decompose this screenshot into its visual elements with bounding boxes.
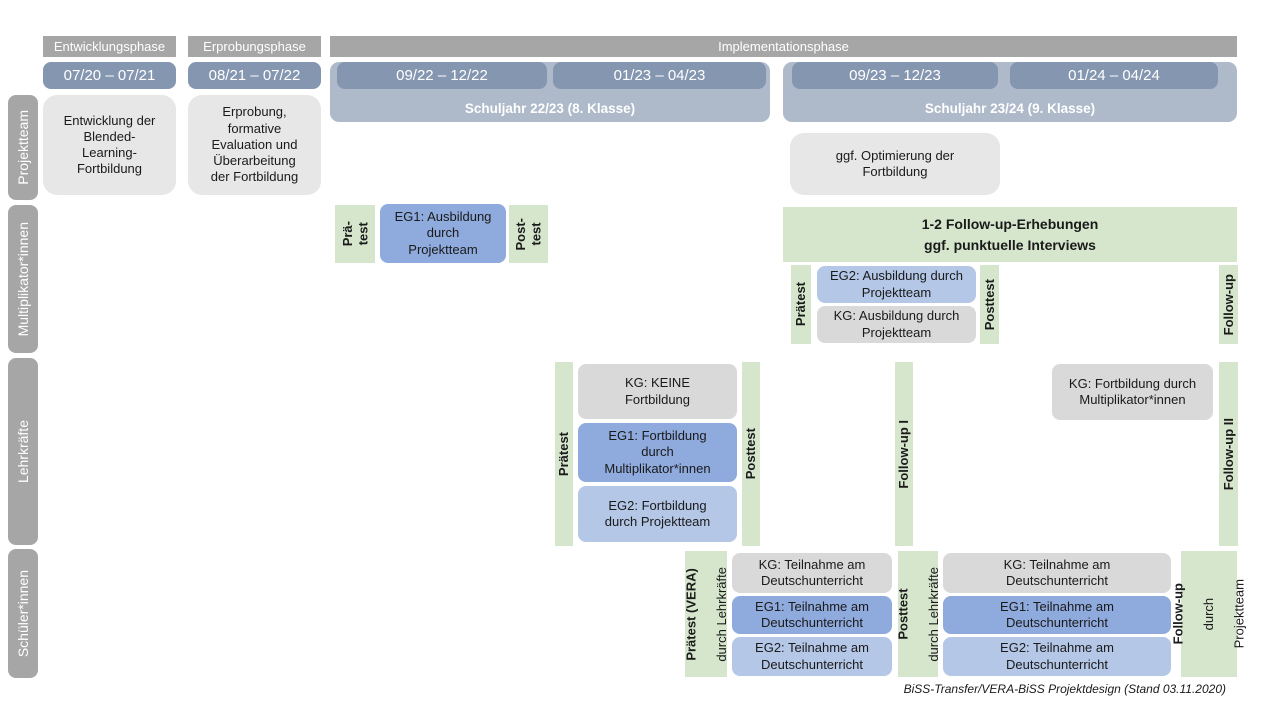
school-year-label: Schuljahr 22/23 (8. Klasse) [464, 101, 636, 116]
period-07-20-07-21: 07/20 – 07/21 [43, 62, 176, 89]
bar-praetest-vera-schueler: Prätest (VERA) durch Lehrkräfte [683, 551, 729, 677]
followup-sub-projektteam: Projektteam [1232, 579, 1247, 649]
praetest-vera-sub: durch Lehrkräfte [713, 566, 729, 662]
bar-posttest2-multiplikatoren: Posttest [980, 265, 999, 344]
school-year-label: Schuljahr 23/24 (9. Klasse) [924, 101, 1096, 116]
box-eg2-teilnahme-1: EG2: Teilnahme am Deutschunterricht [732, 637, 892, 676]
row-label-multiplikatorinnen: Multiplikator*innen [8, 205, 38, 353]
box-optimierung-fortbildung: ggf. Optimierung der Fortbildung [790, 133, 1000, 195]
box-eg1-teilnahme-1: EG1: Teilnahme am Deutschunterricht [732, 596, 892, 634]
box-followup-erhebungen: 1-2 Follow-up-Erhebungen ggf. punktuelle… [783, 207, 1237, 262]
phase-implementationsphase: Implementationsphase [330, 36, 1237, 57]
posttest-label: Posttest [895, 588, 911, 640]
box-eg2-fortbildung-projektteam: EG2: Fortbildung durch Projektteam [578, 486, 737, 542]
row-label-lehrkraefte: Lehrkräfte [8, 358, 38, 545]
period-01-24-04-24: 01/24 – 04/24 [1010, 62, 1218, 89]
phase-erprobungsphase: Erprobungsphase [188, 36, 321, 57]
posttest-sub: durch Lehrkräfte [925, 566, 941, 662]
row-label-schuelerinnen: Schüler*innen [8, 549, 38, 678]
box-eg1-ausbildung-projektteam: EG1: Ausbildung durch Projektteam [380, 204, 506, 263]
footer-caption: BiSS-Transfer/VERA-BiSS Projektdesign (S… [903, 682, 1226, 696]
box-eg1-fortbildung-multiplikatoren: EG1: Fortbildung durch Multiplikator*inn… [578, 423, 737, 482]
period-09-23-12-23: 09/23 – 12/23 [792, 62, 998, 89]
period-01-23-04-23: 01/23 – 04/23 [553, 62, 766, 89]
bar-praetest-lehrkraefte: Prätest [555, 362, 573, 546]
followup-label: Follow-up [1170, 583, 1186, 645]
bar-posttest-schueler: Posttest durch Lehrkräfte [895, 551, 941, 677]
box-kg-keine-fortbildung: KG: KEINE Fortbildung [578, 364, 737, 419]
box-entwicklung-fortbildung: Entwicklung der Blended- Learning- Fortb… [43, 95, 176, 195]
bar-posttest-multiplikatoren: Post- test [509, 205, 548, 263]
bar-praetest-multiplikatoren: Prä- test [335, 205, 375, 263]
box-kg-ausbildung-projektteam: KG: Ausbildung durch Projektteam [817, 306, 976, 343]
bar-followup1-lehrkraefte: Follow-up I [895, 362, 913, 546]
followup-sub-durch: durch [1201, 597, 1217, 631]
box-eg1-teilnahme-2: EG1: Teilnahme am Deutschunterricht [943, 596, 1171, 634]
box-kg-fortbildung-multiplikatoren: KG: Fortbildung durch Multiplikator*inne… [1052, 364, 1213, 420]
praetest-vera-label: Prätest (VERA) [683, 567, 699, 661]
box-kg-teilnahme-1: KG: Teilnahme am Deutschunterricht [732, 553, 892, 593]
bar-posttest-lehrkraefte: Posttest [742, 362, 760, 546]
bar-followup2-lehrkraefte: Follow-up II [1219, 362, 1238, 546]
period-09-22-12-22: 09/22 – 12/22 [337, 62, 547, 89]
box-eg2-ausbildung-projektteam: EG2: Ausbildung durch Projektteam [817, 266, 976, 303]
row-label-projektteam: Projektteam [8, 95, 38, 200]
bar-followup-multiplikatoren: Follow-up [1219, 265, 1238, 344]
box-eg2-teilnahme-2: EG2: Teilnahme am Deutschunterricht [943, 637, 1171, 676]
phase-entwicklungsphase: Entwicklungsphase [43, 36, 176, 57]
box-kg-teilnahme-2: KG: Teilnahme am Deutschunterricht [943, 553, 1171, 593]
period-08-21-07-22: 08/21 – 07/22 [188, 62, 321, 89]
box-erprobung-evaluation: Erprobung, formative Evaluation und Über… [188, 95, 321, 195]
bar-praetest2-multiplikatoren: Prätest [791, 265, 811, 344]
bar-followup-schueler: Follow-up durch Projektteam [1171, 551, 1247, 677]
